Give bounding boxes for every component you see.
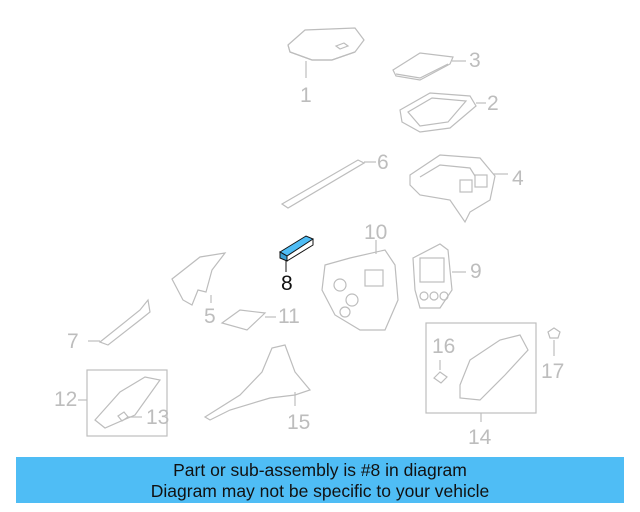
part-10-frame-icon — [321, 240, 399, 331]
banner-line-1: Part or sub-assembly is #8 in diagram — [173, 460, 467, 480]
callout-10[interactable]: 10 — [364, 221, 388, 244]
part-3-pad-icon — [392, 52, 466, 81]
info-banner: Part or sub-assembly is #8 in diagram Di… — [16, 457, 624, 503]
callout-16[interactable]: 16 — [432, 335, 456, 358]
part-12-box-icon — [78, 369, 168, 437]
callout-9[interactable]: 9 — [470, 260, 482, 283]
callout-7[interactable]: 7 — [67, 330, 79, 353]
part-8-highlighted-icon — [279, 235, 315, 272]
callout-17[interactable]: 17 — [541, 360, 565, 383]
callout-15[interactable]: 15 — [287, 411, 311, 434]
part-14-box-icon — [425, 322, 537, 422]
callout-3[interactable]: 3 — [469, 49, 481, 72]
callout-1[interactable]: 1 — [300, 84, 312, 107]
part-1-lid-icon — [287, 27, 365, 78]
part-17-clip-icon — [547, 327, 561, 356]
part-6-strip-icon — [280, 159, 376, 209]
diagram-drawing — [78, 27, 561, 437]
part-7-bracket-icon — [88, 298, 151, 346]
part-11-pad-icon — [220, 309, 276, 331]
callout-5[interactable]: 5 — [204, 305, 216, 328]
callout-11[interactable]: 11 — [278, 305, 300, 328]
parts-diagram: 1 2 3 4 5 6 7 8 9 10 11 12 13 14 15 16 1… — [54, 27, 565, 449]
callout-2[interactable]: 2 — [487, 92, 499, 115]
callout-12[interactable]: 12 — [54, 388, 78, 411]
callout-14[interactable]: 14 — [468, 426, 492, 449]
part-5-trim-icon — [171, 252, 227, 306]
callout-4[interactable]: 4 — [512, 167, 524, 190]
part-4-panel-icon — [409, 154, 508, 224]
banner-line-2: Diagram may not be specific to your vehi… — [150, 481, 490, 501]
part-2-tray-icon — [399, 92, 486, 133]
callout-13[interactable]: 13 — [146, 406, 170, 429]
part-9-bezel-icon — [412, 243, 466, 309]
part-15-panel-icon — [203, 344, 312, 421]
callout-8-selected[interactable]: 8 — [281, 272, 293, 295]
callout-6[interactable]: 6 — [377, 151, 389, 174]
